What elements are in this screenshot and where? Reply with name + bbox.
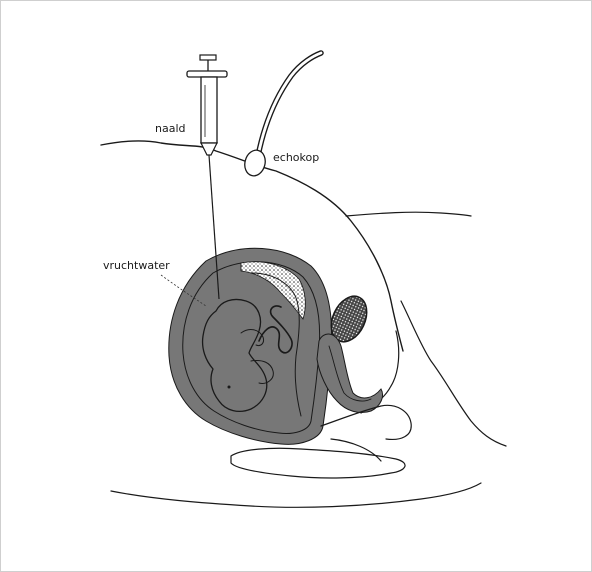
ultrasound-probe bbox=[242, 148, 268, 178]
label-probe: echokop bbox=[273, 151, 319, 164]
back-contour bbox=[346, 212, 471, 216]
lower-organ bbox=[321, 405, 411, 439]
thigh-line bbox=[331, 439, 381, 461]
label-amniotic-fluid: vruchtwater bbox=[103, 259, 170, 272]
fetus-eye bbox=[228, 386, 231, 389]
symphysis bbox=[231, 448, 405, 478]
probe-cable bbox=[258, 53, 321, 156]
pelvis-contour bbox=[401, 301, 506, 446]
lower-abdomen-line bbox=[111, 483, 481, 507]
syringe bbox=[187, 55, 227, 155]
uterus-wall bbox=[169, 248, 332, 444]
probe-cable-core bbox=[258, 53, 321, 156]
label-needle: naald bbox=[155, 122, 186, 135]
